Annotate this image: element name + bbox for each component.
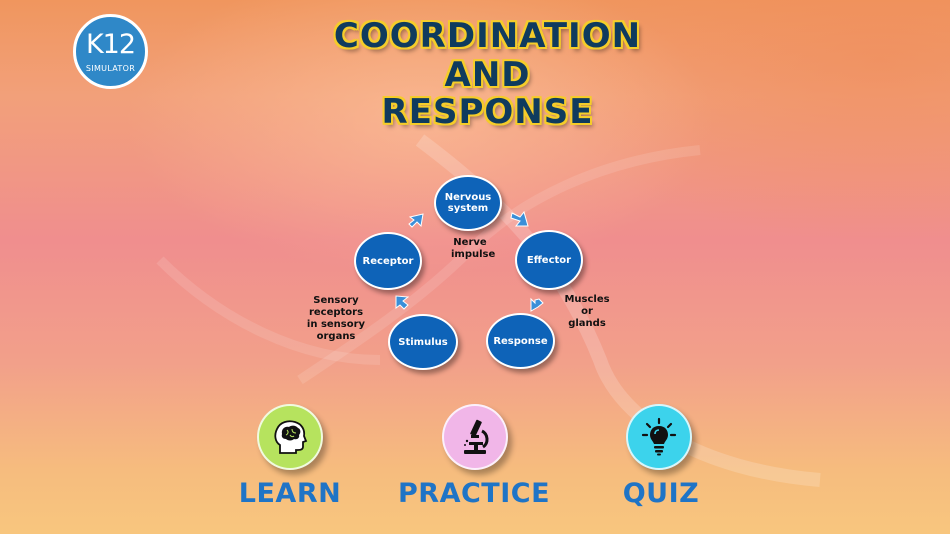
- quiz-button[interactable]: [626, 404, 692, 470]
- label-muscles-line1: Muscles: [564, 294, 610, 305]
- arrow-receptor-to-nervous: [408, 213, 424, 228]
- microscope-icon: [464, 419, 489, 454]
- node-nervous-line1: Nervous: [444, 192, 492, 203]
- label-nerve-line1: Nerve: [453, 237, 487, 248]
- node-receptor: Receptor: [354, 232, 422, 290]
- node-nervous-line2: system: [447, 203, 489, 214]
- logo-subtitle: SIMULATOR: [85, 64, 136, 73]
- learn-label[interactable]: LEARN: [238, 478, 342, 509]
- label-sensory-line1: Sensory receptors: [308, 295, 364, 318]
- k12-simulator-logo: K12 SIMULATOR: [73, 14, 148, 89]
- label-sensory-line2: in sensory organs: [306, 319, 366, 342]
- practice-label[interactable]: PRACTICE: [398, 478, 551, 509]
- node-effector: Effector: [515, 230, 583, 290]
- page-title-line-3: RESPONSE: [381, 92, 594, 132]
- arrow-stimulus-to-receptor: [395, 295, 410, 310]
- brain-head-icon: [274, 420, 308, 454]
- quiz-label[interactable]: QUIZ: [622, 478, 700, 509]
- practice-button[interactable]: [442, 404, 508, 470]
- arrow-effector-to-response: [530, 297, 544, 312]
- label-nerve-impulse: Nerve impulse: [451, 237, 495, 261]
- logo-brand: K12: [85, 29, 136, 60]
- page-title-line-2: AND: [444, 55, 531, 95]
- label-nerve-line2: impulse: [451, 249, 496, 260]
- label-muscles-glands: Muscles or glands: [562, 294, 612, 330]
- label-sensory-receptors: Sensory receptors in sensory organs: [286, 295, 386, 343]
- lightbulb-icon: [641, 417, 677, 456]
- learn-button[interactable]: [257, 404, 323, 470]
- label-muscles-line2: or glands: [568, 306, 606, 329]
- page-title-line-1: COORDINATION: [333, 16, 642, 56]
- node-stimulus: Stimulus: [388, 314, 458, 370]
- node-response: Response: [486, 313, 555, 369]
- arrow-nervous-to-effector: [510, 210, 529, 227]
